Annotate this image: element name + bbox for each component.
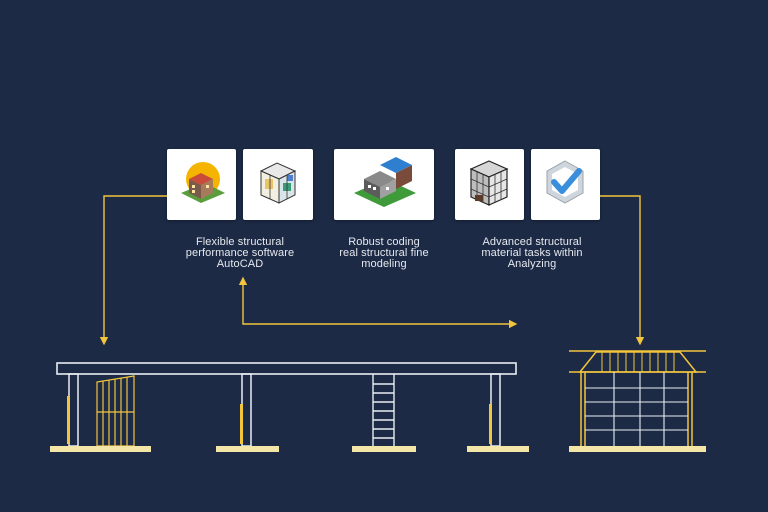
cube-model-icon [259, 162, 297, 204]
caption-right: Advanced structural material tasks withi… [481, 236, 583, 270]
checkmark-hexagon-icon [546, 160, 584, 204]
card-wireframe-cube [455, 149, 524, 220]
scaffold-structure [569, 350, 706, 452]
isometric-site-icon [354, 157, 416, 207]
connector-right-arrow [600, 195, 645, 346]
card-checkmark-hexagon [531, 149, 600, 220]
card-cube-model [243, 149, 313, 220]
wireframe-cube-icon [469, 160, 509, 206]
card-sun-building [167, 149, 236, 220]
card-isometric-site [334, 149, 434, 220]
caption-left: Flexible structural performance software… [185, 236, 295, 270]
caption-center: Robust coding real structural fine model… [339, 236, 429, 270]
sun-building-icon [181, 162, 225, 203]
connector-double-arrow [238, 276, 518, 329]
connector-left-arrow [99, 195, 167, 346]
beam-structure [50, 362, 529, 452]
